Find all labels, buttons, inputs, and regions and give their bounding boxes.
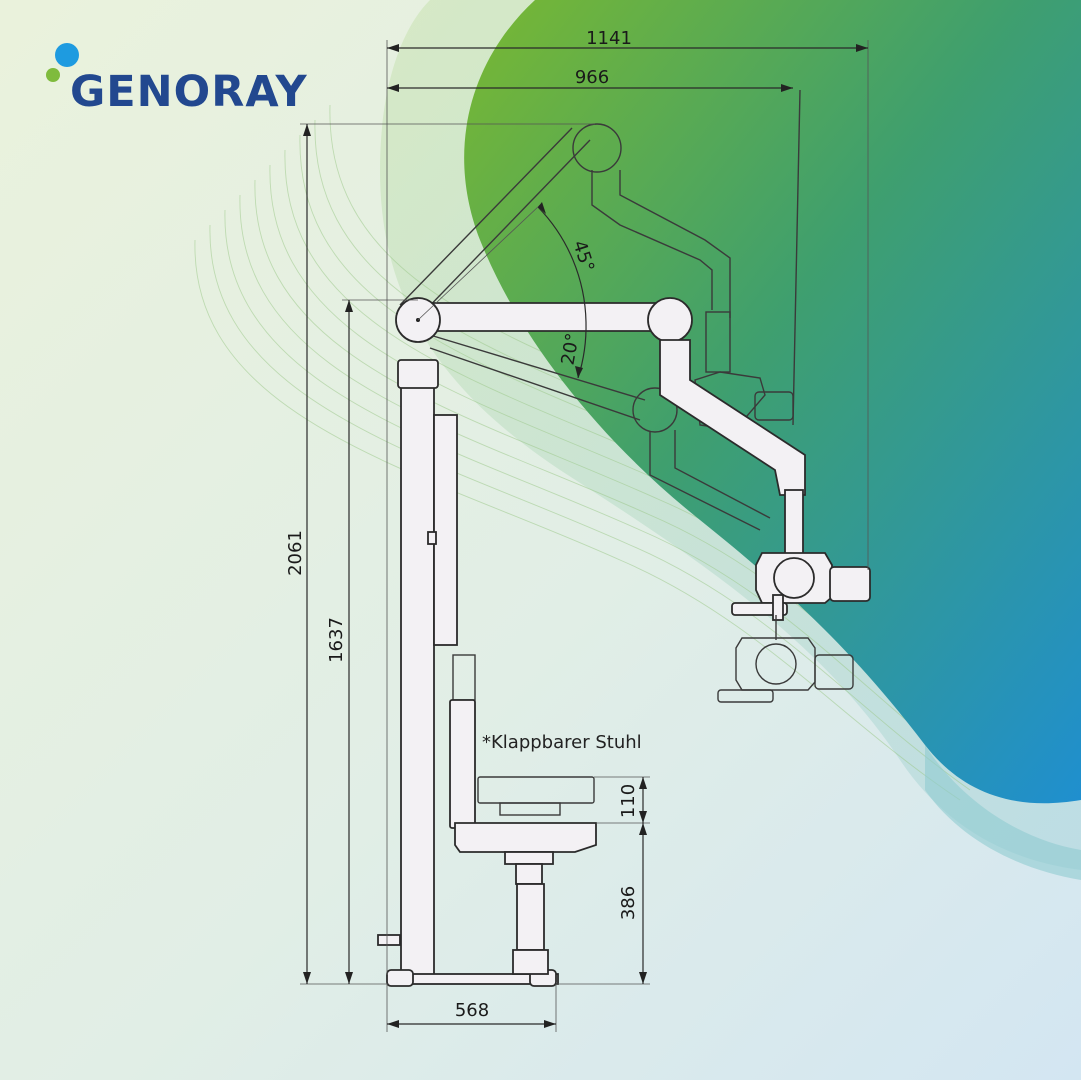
column-panel xyxy=(433,414,458,646)
base-foot-left xyxy=(386,969,414,987)
green-swoosh xyxy=(464,0,1081,804)
genoray-logo: GENORAY xyxy=(46,43,308,117)
angle-45: 45° xyxy=(417,202,598,323)
seat-joint xyxy=(515,863,543,885)
seat-mount xyxy=(504,851,554,865)
dim-seat-height: 386 xyxy=(556,823,650,985)
dim-966-label: 966 xyxy=(575,67,609,88)
elbow-joint xyxy=(647,297,693,343)
column-switch xyxy=(427,531,437,545)
logo-dot-green xyxy=(46,68,60,82)
swoosh-tail xyxy=(925,745,1081,880)
dim-pivot-height: 1637 xyxy=(326,299,418,984)
dim-1141-label: 1141 xyxy=(586,28,632,49)
arm-ghost-up xyxy=(399,89,801,431)
seat-post xyxy=(516,883,545,951)
dim-2061-label: 2061 xyxy=(285,530,306,576)
chair-back xyxy=(449,699,476,829)
dim-568-label: 568 xyxy=(455,1000,489,1021)
horizontal-arm xyxy=(419,302,676,332)
dim-386-label: 386 xyxy=(618,886,639,920)
arm-ghost-down xyxy=(429,334,771,531)
drop-arm xyxy=(659,339,806,496)
dim-seat-adjust: 110 xyxy=(594,776,650,824)
folding-chair-note: *Klappbarer Stuhl xyxy=(482,732,642,753)
dim-110-label: 110 xyxy=(618,784,639,818)
brand-name: GENORAY xyxy=(70,67,308,117)
seat-post-base xyxy=(512,949,549,975)
dental-unit xyxy=(377,89,871,987)
xray-head-ghost xyxy=(717,615,854,703)
column xyxy=(400,384,435,979)
logo-dot-blue xyxy=(55,43,79,67)
foot-connector xyxy=(377,934,401,946)
seat-ghost-mount xyxy=(499,802,561,816)
dim-1637-label: 1637 xyxy=(326,617,347,663)
dim-base-width: 568 xyxy=(386,984,557,1032)
seat xyxy=(454,822,597,853)
dim-arm-reach: 966 xyxy=(387,67,793,92)
dim-total-height: 2061 xyxy=(285,123,595,985)
dim-total-width: 1141 xyxy=(386,28,869,975)
column-collar xyxy=(397,359,439,389)
folding-chair xyxy=(449,654,597,975)
xray-head xyxy=(731,552,871,621)
yoke-stem xyxy=(784,489,804,556)
